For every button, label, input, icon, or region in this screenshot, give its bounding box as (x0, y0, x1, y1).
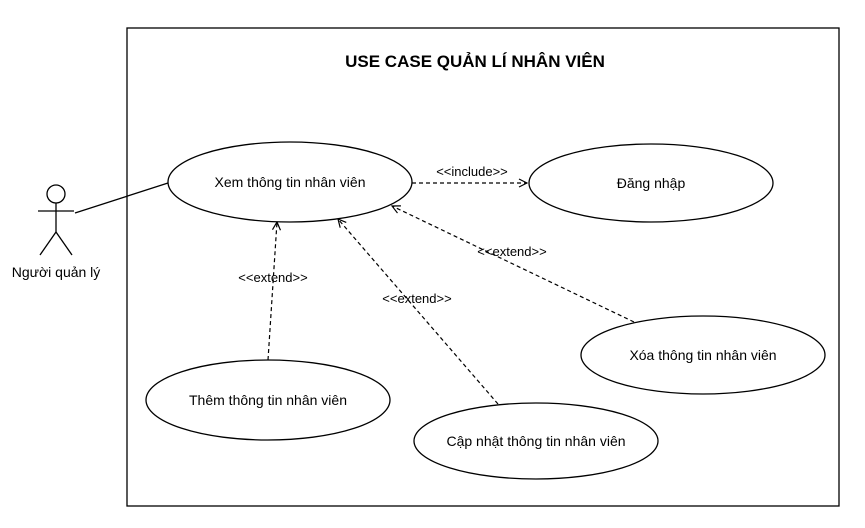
actor-head (46, 184, 66, 204)
actor-right-leg (55, 231, 73, 256)
system-boundary (126, 27, 840, 507)
extend-add-arrow (267, 222, 277, 361)
usecase-login: Đăng nhập (528, 143, 774, 223)
extend-update-arrow (338, 219, 499, 405)
usecase-update-employee: Cập nhật thông tin nhân viên (413, 402, 659, 480)
usecase-view-employee: Xem thông tin nhân viên (167, 141, 413, 223)
include-label: <<include>> (436, 164, 508, 179)
usecase-login-label: Đăng nhập (617, 175, 686, 191)
actor-left-leg (39, 231, 57, 256)
usecase-add-employee: Thêm thông tin nhân viên (145, 359, 391, 441)
usecase-add-label: Thêm thông tin nhân viên (189, 392, 347, 408)
extend-delete-arrow (392, 206, 635, 323)
extend-delete-label: <<extend>> (477, 244, 546, 259)
usecase-update-label: Cập nhật thông tin nhân viên (446, 433, 625, 449)
usecase-view-label: Xem thông tin nhân viên (215, 174, 366, 190)
extend-update-label: <<extend>> (382, 291, 451, 306)
extend-add-label: <<extend>> (238, 270, 307, 285)
usecase-delete-employee: Xóa thông tin nhân viên (580, 315, 826, 395)
actor-manager: Người quản lý (12, 184, 101, 280)
diagram-title: USE CASE QUẢN LÍ NHÂN VIÊN (345, 52, 605, 71)
actor-label: Người quản lý (12, 264, 101, 280)
usecase-delete-label: Xóa thông tin nhân viên (629, 347, 776, 363)
association-line (74, 182, 169, 214)
